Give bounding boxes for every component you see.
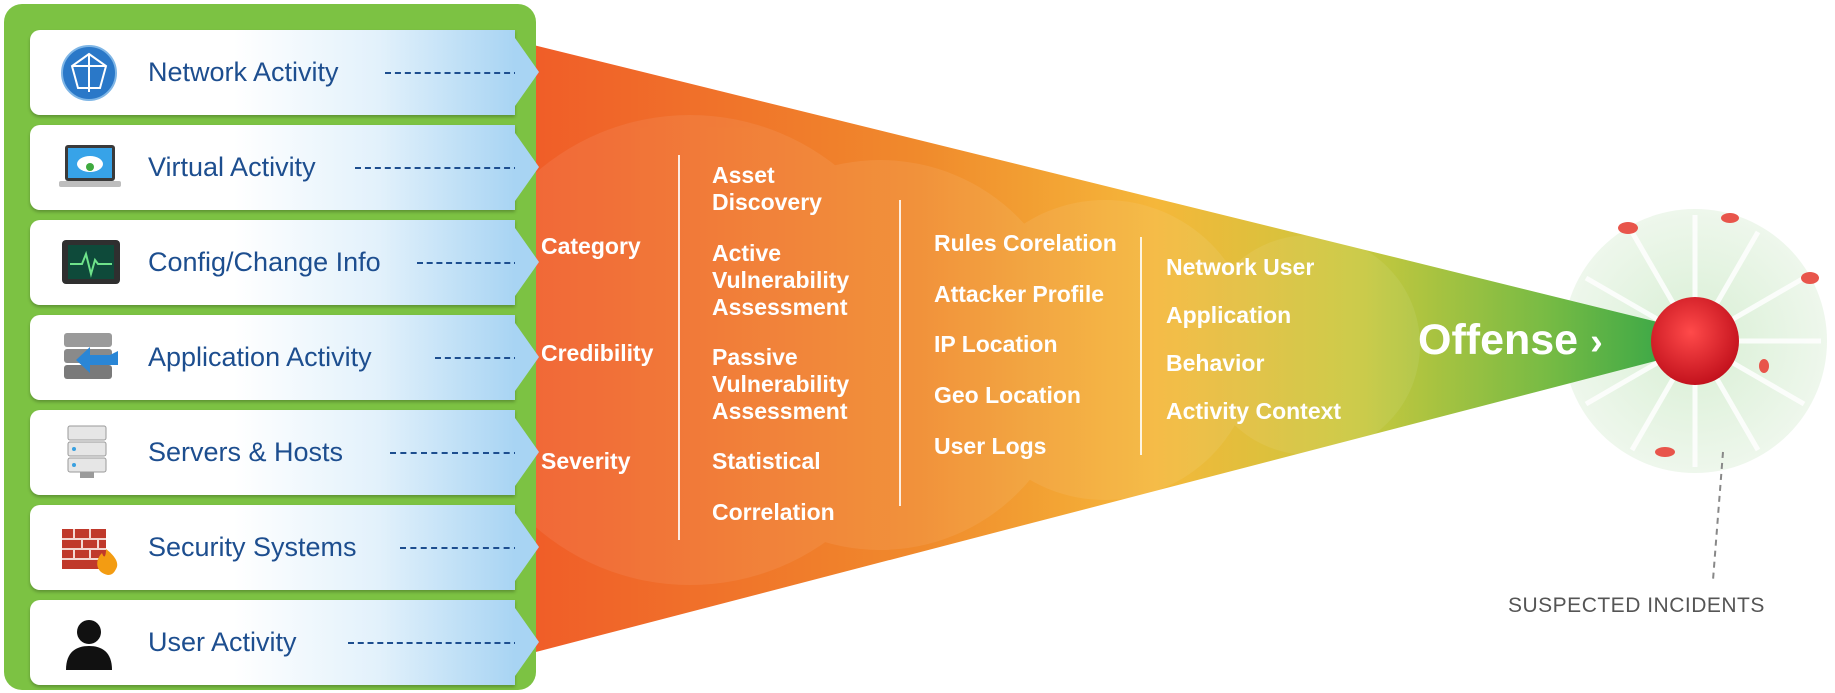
source-dashed-connector — [400, 547, 520, 549]
column-item: Active Vulnerability Assessment — [712, 240, 850, 320]
source-dashed-connector — [417, 262, 520, 264]
column-divider — [678, 155, 680, 540]
globe-icon — [61, 45, 117, 101]
source-arrow — [515, 608, 539, 676]
source-arrow — [515, 418, 539, 486]
column-item: Network User — [1166, 254, 1315, 280]
monitor-pulse-icon — [62, 240, 120, 284]
column-item: Application — [1166, 302, 1292, 328]
source-user-activity: User Activity — [30, 600, 539, 685]
source-label: Security Systems — [148, 532, 357, 562]
offense-text: Offense — [1418, 316, 1579, 364]
column-item: Category — [541, 233, 641, 259]
source-config-change-info: Config/Change Info — [30, 220, 539, 305]
firewall-icon — [62, 529, 118, 575]
source-arrow — [515, 38, 539, 106]
user-icon — [66, 620, 112, 670]
source-label: Servers & Hosts — [148, 437, 344, 467]
source-dashed-connector — [435, 357, 520, 359]
source-arrow — [515, 228, 539, 296]
column-item: Rules Corelation — [934, 230, 1117, 256]
source-security-systems: Security Systems — [30, 505, 539, 590]
column-item: Statistical — [712, 448, 821, 474]
column-item: Activity Context — [1166, 398, 1342, 424]
source-servers-hosts: Servers & Hosts — [30, 410, 539, 495]
incident-splatter — [1618, 213, 1819, 457]
source-label: Config/Change Info — [148, 247, 381, 277]
column-divider — [1140, 237, 1142, 455]
source-virtual-activity: Virtual Activity — [30, 125, 539, 210]
offense-label: Offense › — [1418, 316, 1603, 365]
server-icon — [67, 425, 107, 478]
column-item: Correlation — [712, 499, 835, 525]
funnel-shape — [505, 38, 1690, 660]
source-dashed-connector — [348, 642, 520, 644]
source-label: Virtual Activity — [148, 152, 316, 182]
column-item: Asset Discovery — [712, 162, 822, 215]
column-item: Behavior — [1166, 350, 1265, 376]
source-network-activity: Network Activity — [30, 30, 539, 115]
chevron-right-icon: › — [1590, 321, 1603, 363]
source-dashed-connector — [390, 452, 520, 454]
source-label: Network Activity — [148, 57, 339, 87]
database-arrow-icon — [64, 333, 118, 379]
incident-core — [1651, 297, 1739, 385]
funnel-overlay-circles — [455, 115, 1420, 585]
column-item: Severity — [541, 448, 631, 474]
source-label: Application Activity — [148, 342, 372, 372]
source-arrow — [515, 323, 539, 391]
column-item: User Logs — [934, 433, 1047, 459]
laptop-cloud-icon — [59, 145, 121, 187]
column-item: IP Location — [934, 331, 1058, 357]
column-item: Passive Vulnerability Assessment — [712, 344, 850, 424]
source-dashed-connector — [355, 167, 520, 169]
suspected-incidents-label: SUSPECTED INCIDENTS — [1508, 594, 1765, 617]
source-label: User Activity — [148, 627, 297, 657]
source-dashed-connector — [385, 72, 520, 74]
column-item: Credibility — [541, 340, 654, 366]
column-item: Attacker Profile — [934, 281, 1105, 307]
source-application-activity: Application Activity — [30, 315, 539, 400]
column-item: Geo Location — [934, 382, 1081, 408]
source-arrow — [515, 133, 539, 201]
source-arrow — [515, 513, 539, 581]
column-divider — [899, 200, 901, 506]
